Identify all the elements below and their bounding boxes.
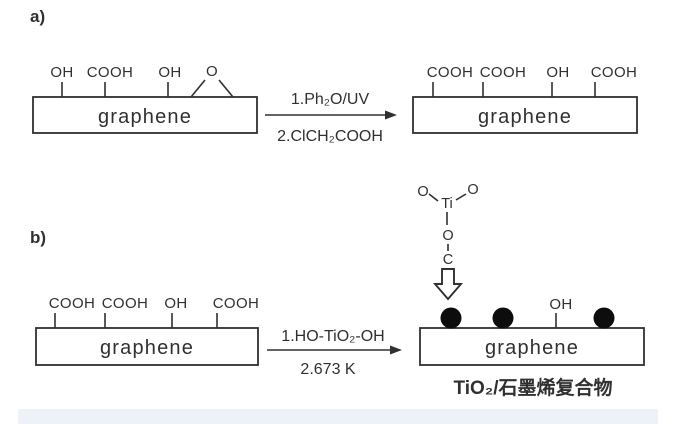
panel-b-reactant-group-cooh-2: COOH: [102, 295, 149, 312]
panel-b-conditions-step2: 2.673 K: [300, 361, 355, 378]
panel-b-product-group-oh: OH: [549, 296, 572, 313]
panel-a-product-group-cooh-2: COOH: [480, 64, 527, 81]
reaction-arrowhead-b: [390, 345, 402, 355]
panel-b-product-caption: TiO₂/石墨烯复合物: [453, 376, 612, 399]
panel-a-product-group-oh: OH: [546, 64, 569, 81]
reaction-arrowhead-a: [385, 110, 397, 120]
ti-fragment-o-right: O: [467, 182, 478, 198]
panel-a-product-box: [412, 96, 638, 134]
panel-a-reactant-group-oh-2: OH: [158, 64, 181, 81]
attachment-down-arrow-icon: [432, 268, 464, 301]
footer-bar: [18, 409, 658, 424]
panel-b-label: b): [30, 228, 46, 247]
panel-b-reactant-group-cooh-1: COOH: [49, 295, 96, 312]
tio2-particle-2: [492, 307, 514, 329]
panel-b-conditions-step1: 1.HO-TiO₂-OH: [281, 328, 384, 345]
panel-a-product-group-cooh-1: COOH: [427, 64, 474, 81]
panel-a-epoxide-o: O: [206, 63, 218, 80]
ti-fragment-ti: Ti: [441, 196, 453, 212]
panel-a-conditions-step2: 2.ClCH₂COOH: [277, 128, 383, 145]
panel-a-reactant-group-oh-1: OH: [50, 64, 73, 81]
panel-b-reactant-box: [35, 327, 259, 366]
panel-a-label: a): [30, 7, 45, 26]
panel-a-product-group-cooh-3: COOH: [591, 64, 638, 81]
panel-b-reactant-name: graphene: [100, 337, 194, 359]
ti-o-bond-left: [428, 193, 439, 202]
tio2-particle-3: [593, 307, 615, 329]
panel-b-reactant-group-oh: OH: [164, 295, 187, 312]
epoxide-bond-left: [190, 79, 206, 98]
ti-o-bond-right: [455, 193, 467, 201]
panel-a-product-name: graphene: [478, 106, 572, 128]
tio2-particle-1: [440, 307, 462, 329]
epoxide-bond-right: [218, 79, 234, 98]
panel-b-product-name: graphene: [485, 337, 579, 359]
panel-b-product-box: [419, 327, 645, 366]
ti-fragment-carbon: C: [443, 252, 453, 268]
panel-b-reactant-group-cooh-3: COOH: [213, 295, 260, 312]
panel-a-reactant-group-cooh: COOH: [87, 64, 134, 81]
panel-a-reactant-box: [32, 96, 258, 134]
ti-fragment-o-bridge: O: [442, 228, 453, 244]
ti-fragment-o-left: O: [417, 184, 428, 200]
panel-a-conditions-step1: 1.Ph₂O/UV: [291, 91, 370, 108]
panel-a-reactant-name: graphene: [98, 106, 192, 128]
